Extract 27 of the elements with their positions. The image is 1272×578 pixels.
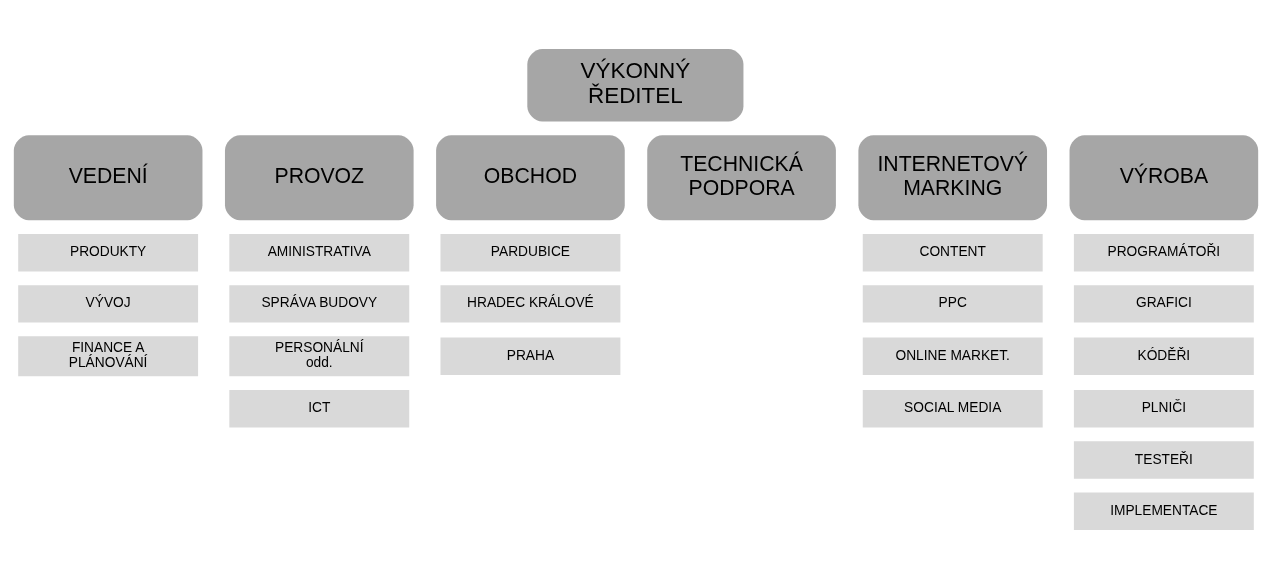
node-box: PRAHA <box>440 337 621 375</box>
node-box: OBCHOD <box>436 134 625 220</box>
node-box: VÝROBA <box>1069 134 1259 220</box>
node-box: KÓDĚŘI <box>1073 337 1254 375</box>
node-box: SOCIAL MEDIA <box>862 389 1043 428</box>
node-box: PARDUBICE <box>440 233 621 271</box>
node-box: HRADEC KRÁLOVÉ <box>440 284 621 323</box>
node-box: SPRÁVA BUDOVY <box>229 284 410 323</box>
node-box: VÝVOJ <box>18 284 199 323</box>
node-box: INTERNETOVÝ MARKING <box>858 134 1048 220</box>
node-box: PPC <box>862 284 1043 323</box>
node-box: ONLINE MARKET. <box>862 337 1043 375</box>
node-box: PERSONÁLNÍ odd. <box>229 335 410 376</box>
node-box: AMINISTRATIVA <box>229 233 410 271</box>
node-box: FINANCE A PLÁNOVÁNÍ <box>18 335 199 376</box>
node-box: PLNIČI <box>1073 389 1254 428</box>
node-box: CONTENT <box>862 233 1043 271</box>
node-box: GRAFICI <box>1073 284 1254 323</box>
node-box: TESTEŘI <box>1073 440 1254 479</box>
node-box: VÝKONNÝ ŘEDITEL <box>527 48 744 121</box>
node-box: IMPLEMENTACE <box>1073 492 1254 530</box>
node-box: TECHNICKÁ PODPORA <box>647 134 836 220</box>
node-box: PROGRAMÁTOŘI <box>1073 233 1254 271</box>
node-box: VEDENÍ <box>13 134 203 220</box>
node-box: PROVOZ <box>224 134 414 220</box>
node-box: PRODUKTY <box>18 233 199 271</box>
node-box: ICT <box>229 389 410 428</box>
